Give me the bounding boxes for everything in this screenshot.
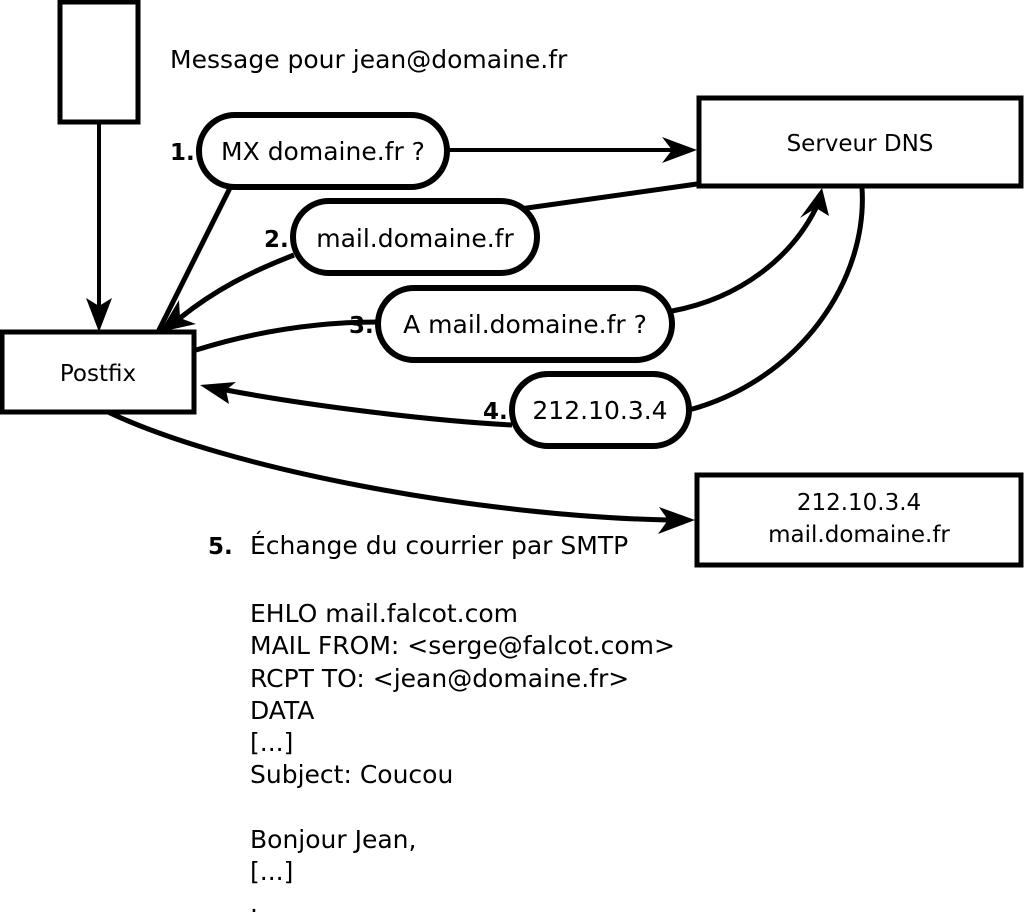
step-4-number: 4.: [483, 399, 508, 425]
node-mail-server-host: mail.domaine.fr: [768, 522, 950, 548]
edge-dns-to-step4: [688, 187, 865, 413]
step-2-group[interactable]: 2. mail.domaine.fr: [264, 198, 540, 276]
step-3-number: 3.: [349, 313, 374, 339]
edge-step1-to-postfix: [155, 184, 234, 334]
node-mail-server-ip: 212.10.3.4: [797, 490, 921, 516]
transcript-line-3: DATA: [250, 696, 314, 725]
edge-step3-to-dns: [671, 188, 829, 314]
edge-postfix-to-mailserver: [106, 409, 695, 534]
transcript-line-9: .: [250, 889, 258, 918]
step-1-label: MX domaine.fr ?: [221, 137, 425, 166]
transcript-line-2: RCPT TO: <jean@domaine.fr>: [250, 664, 629, 693]
node-dns-server[interactable]: Serveur DNS: [696, 95, 1024, 189]
step-2-pill[interactable]: [290, 198, 540, 276]
edge-postfix-to-step3: [195, 319, 379, 353]
message-caption: Message pour jean@domaine.fr: [170, 45, 568, 74]
step-3-label: A mail.domaine.fr ?: [403, 310, 647, 339]
step-3-group[interactable]: 3. A mail.domaine.fr ?: [349, 285, 675, 363]
step-2-number: 2.: [264, 227, 289, 253]
node-dns-label: Serveur DNS: [787, 131, 934, 157]
edge-step2-to-postfix: [160, 252, 295, 332]
step-3-pill[interactable]: [375, 285, 675, 363]
node-mail-server[interactable]: 212.10.3.4 mail.domaine.fr: [694, 472, 1024, 568]
step-1-number: 1.: [170, 140, 195, 166]
step-5-number: 5.: [208, 534, 233, 560]
edge-step4-to-postfix: [200, 382, 513, 428]
step-1-group[interactable]: 1. MX domaine.fr ?: [170, 112, 450, 190]
step-1-pill[interactable]: [196, 112, 450, 190]
step-4-group[interactable]: 4. 212.10.3.4: [483, 371, 692, 449]
node-postfix[interactable]: Postfix: [0, 329, 197, 415]
transcript-line-8: [...]: [250, 857, 293, 886]
node-postfix-label: Postfix: [60, 361, 136, 387]
edge-step1-to-dns: [447, 137, 697, 163]
transcript-line-7: Bonjour Jean,: [250, 825, 416, 854]
transcript-line-0: EHLO mail.falcot.com: [250, 599, 518, 628]
step-4-pill[interactable]: [509, 371, 692, 449]
step-5-label: Échange du courrier par SMTP: [250, 531, 628, 560]
edge-dns-to-step2: [519, 181, 698, 212]
transcript-line-1: MAIL FROM: <serge@falcot.com>: [250, 631, 675, 660]
transcript-line-5: Subject: Coucou: [250, 760, 453, 789]
step-2-label: mail.domaine.fr: [316, 224, 514, 253]
node-client-box[interactable]: [57, 0, 141, 125]
edge-client-to-postfix: [86, 122, 112, 332]
step-4-label: 212.10.3.4: [532, 396, 667, 425]
transcript-line-4: [...]: [250, 728, 293, 757]
